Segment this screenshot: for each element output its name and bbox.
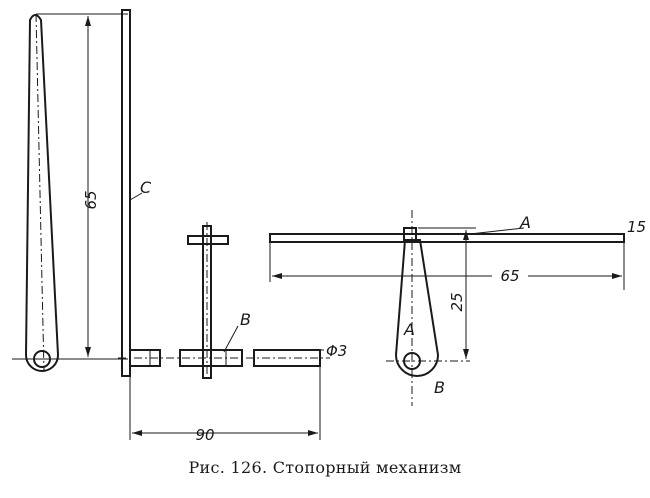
tall-lever [24,13,60,373]
rod-diameter-label: Φ3 [326,342,347,360]
t-pin [187,222,229,382]
label-b-rod: B [240,310,251,329]
label-b-lever: B [434,378,445,397]
label-a-bar: A [519,213,531,232]
rod-diameter-dimension: Φ3 [320,342,347,360]
bar-a: A 15 [269,213,646,243]
lever-length-dimension: 65 [12,13,128,360]
label-c: C [140,178,152,197]
bar-offset-label: 15 [627,218,646,236]
pivot-lever: A B [386,210,470,406]
figure-caption: Рис. 126. Стопорный механизм [188,458,462,477]
pivot-height-label: 25 [448,292,466,311]
rod-span-dimension: 90 [129,366,321,444]
rod-span-label: 90 [195,426,214,444]
pivot-height-dimension: 25 [418,227,476,359]
rod-segments [118,349,330,367]
bar-length-dimension: 65 [269,242,625,290]
strip-c: C [121,9,152,377]
lever-length-label: 65 [82,190,100,209]
bar-length-label: 65 [500,267,519,285]
rod-label-b: B [223,310,251,353]
label-a-lever: A [403,320,415,339]
